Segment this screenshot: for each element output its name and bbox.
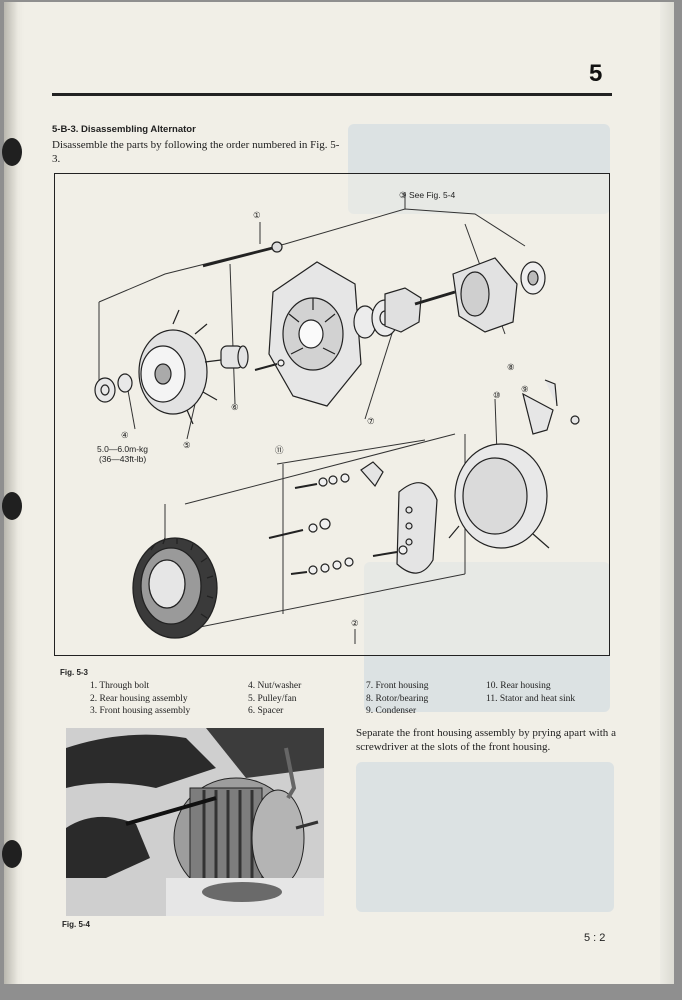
terminal-bolts-part <box>268 473 408 575</box>
legend-item: 7. Front housing <box>366 681 429 691</box>
disassembly-photo <box>66 728 324 916</box>
torque-metric: 5.0—6.0m-kg <box>97 444 149 454</box>
callout-see-fig: ③ See Fig. 5-4 <box>399 190 456 200</box>
callout-rear-housing-assembly: ② <box>351 618 359 628</box>
callout-through-bolt: ① <box>253 210 261 220</box>
legend-item: 6. Spacer <box>248 706 284 716</box>
legend-item: 10. Rear housing <box>486 681 551 691</box>
page-number: 5 : 2 <box>584 932 606 944</box>
section-intro: Disassemble the parts by following the o… <box>52 139 340 165</box>
spacer-part <box>220 345 249 369</box>
callout-stator: ⑪ <box>275 445 284 455</box>
callout-front-housing: ⑦ <box>367 416 375 426</box>
callout-nut-washer: ④ <box>121 430 129 440</box>
binder-hole <box>2 138 22 166</box>
legend-column: 4. Nut/washer 5. Pulley/fan 6. Spacer <box>248 680 301 718</box>
stator-part <box>132 537 218 639</box>
callout-condenser: ⑨ <box>521 384 529 394</box>
through-bolt-part <box>202 241 283 268</box>
legend-item: 5. Pulley/fan <box>248 693 297 704</box>
callout-rotor-bearing: ⑧ <box>507 362 515 372</box>
torque-imperial: (36—43ft-lb) <box>99 454 147 464</box>
front-bearing-part <box>353 287 422 339</box>
photo-caption: Separate the front housing assembly by p… <box>356 727 616 753</box>
assembly-outline <box>98 208 526 303</box>
legend-item: 1. Through bolt <box>90 681 150 691</box>
chapter-number: 5 <box>589 60 603 87</box>
rotor-part <box>414 257 546 333</box>
legend-item: 4. Nut/washer <box>248 681 302 691</box>
legend-column: 7. Front housing 8. Rotor/bearing 9. Con… <box>366 680 429 718</box>
binder-hole <box>2 492 22 520</box>
heat-sink-part <box>360 461 438 574</box>
legend-column: 1. Through bolt 2. Rear housing assembly… <box>90 680 190 718</box>
figure-label: Fig. 5-3 <box>60 668 89 677</box>
callout-pulley-fan: ⑤ <box>183 440 191 450</box>
legend-item: 2. Rear housing assembly <box>90 693 188 704</box>
section-heading: 5-B-3. Disassembling Alternator <box>52 124 196 135</box>
page-edge <box>660 2 674 984</box>
rear-housing-part <box>448 443 550 549</box>
exploded-diagram: ① ③ See Fig. 5-4 ④ 5.0—6.0m-kg (36—43ft-… <box>54 173 610 656</box>
diagram-drawing <box>94 192 580 644</box>
manual-page: 5 5-B-3. Disassembling Alternator Disass… <box>2 2 674 984</box>
condenser-part <box>522 379 580 435</box>
show-through <box>356 762 614 912</box>
callout-spacer: ⑥ <box>231 402 239 412</box>
legend-item: 8. Rotor/bearing <box>366 693 429 704</box>
legend-item: 9. Condenser <box>366 706 417 716</box>
photo-drawing <box>66 728 324 916</box>
callout-rear-housing: ⑩ <box>493 390 501 400</box>
photo-figure-label: Fig. 5-4 <box>62 920 91 929</box>
header-rule <box>52 93 612 96</box>
legend-item: 3. Front housing assembly <box>90 706 191 716</box>
legend-column: 10. Rear housing 11. Stator and heat sin… <box>486 680 575 705</box>
legend-item: 11. Stator and heat sink <box>486 693 576 704</box>
front-housing-part <box>268 261 362 407</box>
nut-washer-part <box>94 373 133 403</box>
binder-hole <box>2 840 22 868</box>
pulley-fan-part <box>138 309 222 425</box>
